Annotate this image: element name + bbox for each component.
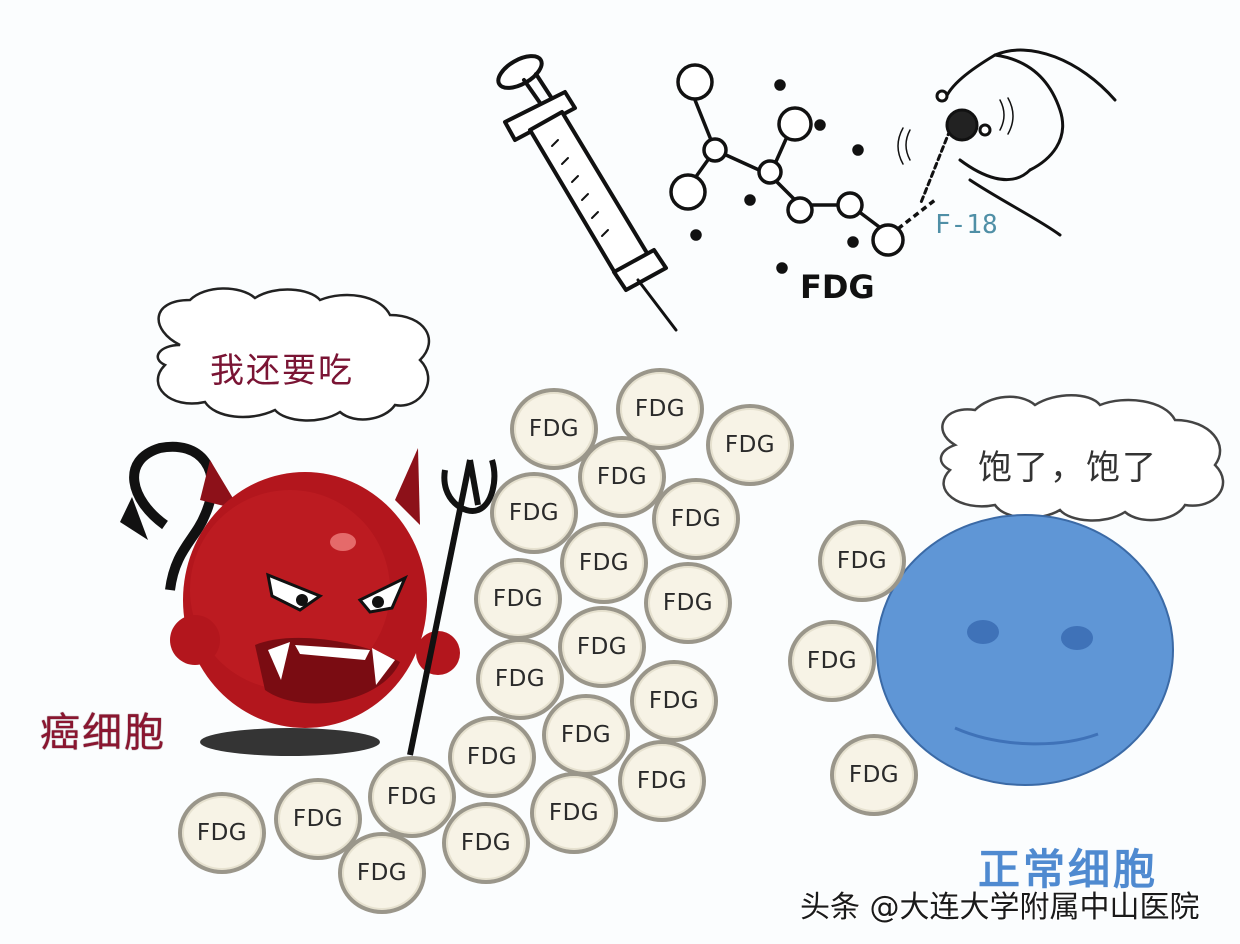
normal-speech-text: 饱了，饱了 <box>978 448 1158 488</box>
cancer-speech-cloud <box>156 287 431 422</box>
hand-icon <box>897 48 1117 237</box>
normal-cell-smiley-icon <box>876 514 1174 786</box>
fdg-token: FDG <box>558 606 646 688</box>
cancer-cell-label: 癌细胞 <box>40 710 166 756</box>
fdg-token: FDG <box>178 792 266 874</box>
fdg-token: FDG <box>530 772 618 854</box>
fdg-token: FDG <box>474 558 562 640</box>
watermark-text: 头条 @大连大学附属中山医院 <box>800 890 1200 925</box>
fdg-token: FDG <box>476 638 564 720</box>
fdg-token: FDG <box>578 436 666 518</box>
normal-cell-label: 正常细胞 <box>978 845 1159 894</box>
syringe-icon <box>496 54 678 332</box>
fdg-token: FDG <box>560 522 648 604</box>
fdg-token: FDG <box>442 802 530 884</box>
f18-isotope-label: F-18 <box>935 210 998 240</box>
cancer-speech-text: 我还要吃 <box>210 351 354 391</box>
fdg-token: FDG <box>542 694 630 776</box>
fdg-molecule-icon <box>669 63 937 274</box>
fdg-token: FDG <box>448 716 536 798</box>
fdg-token: FDG <box>368 756 456 838</box>
fdg-token: FDG <box>706 404 794 486</box>
fdg-token: FDG <box>830 734 918 816</box>
fdg-molecule-label: FDG <box>800 268 875 306</box>
fdg-token: FDG <box>652 478 740 560</box>
fdg-token: FDG <box>818 520 906 602</box>
fdg-token: FDG <box>338 832 426 914</box>
fdg-token: FDG <box>644 562 732 644</box>
fdg-token: FDG <box>490 472 578 554</box>
fdg-token: FDG <box>788 620 876 702</box>
normal-speech-cloud <box>939 394 1225 522</box>
cancer-cell-devil-icon <box>120 441 498 756</box>
fdg-token: FDG <box>618 740 706 822</box>
fdg-token: FDG <box>630 660 718 742</box>
